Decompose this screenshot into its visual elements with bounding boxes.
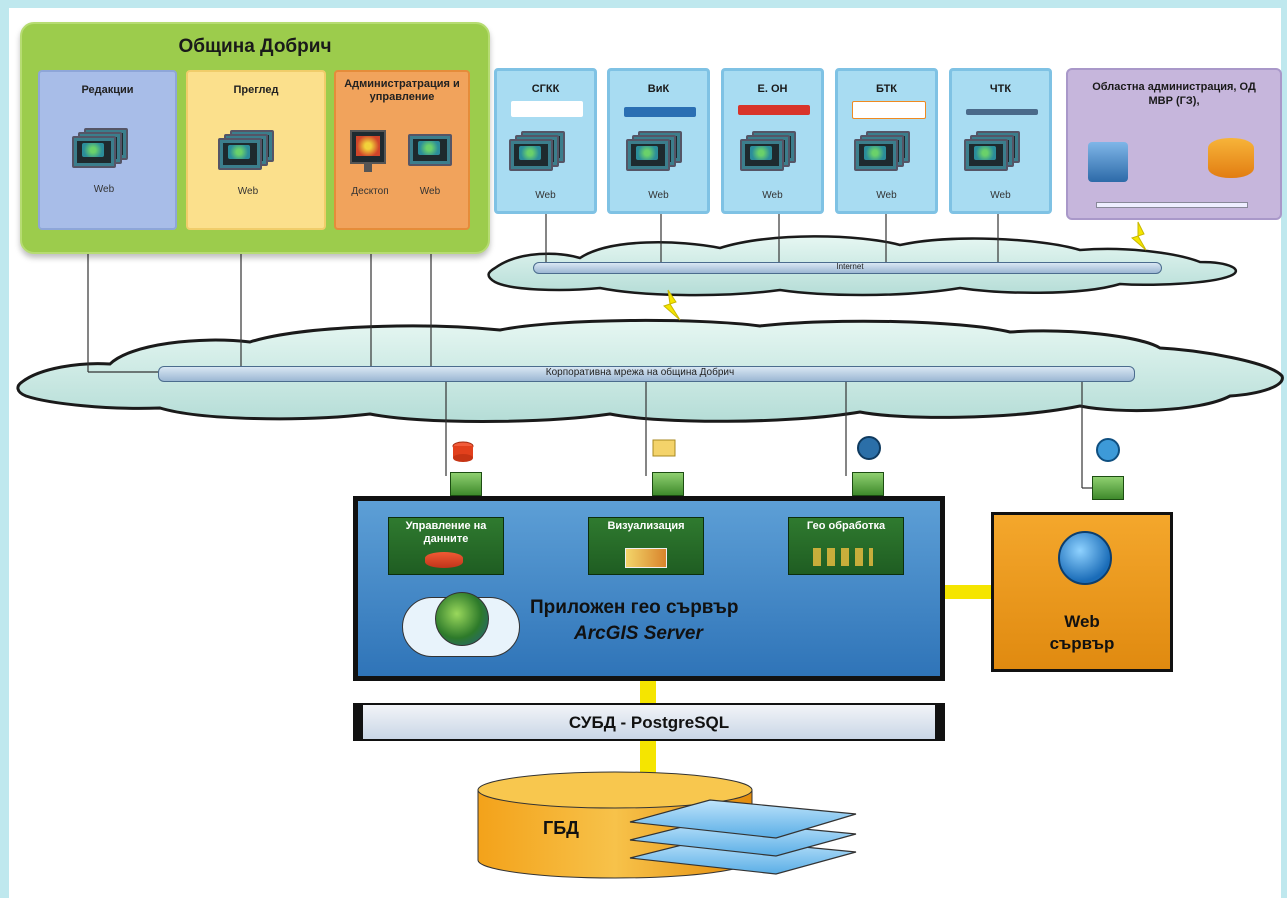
regional-administration: Областна администрация, ОД МВР (ГЗ), — [1066, 68, 1282, 220]
org-title: ВиК — [647, 83, 670, 95]
web-label: Web — [762, 190, 783, 201]
server-title: Приложен гео сървър — [530, 597, 739, 618]
server-cluster-icon — [1088, 142, 1128, 182]
org-logo — [966, 109, 1038, 115]
municipality-group: Община Добрич Редакции Web Преглед Web А… — [20, 22, 490, 254]
globe-icon — [1058, 531, 1112, 585]
module-title: Гео обработка — [806, 520, 886, 532]
globe-icon — [857, 436, 881, 460]
server-webserver-link — [945, 585, 991, 599]
lightning-bolt-icon — [1131, 221, 1147, 251]
org-sgkk: СГКК Web — [494, 68, 597, 214]
web-label: Web — [93, 184, 115, 195]
org-chtk: ЧТК Web — [949, 68, 1052, 214]
org-logo — [624, 107, 696, 117]
web-client-icon — [72, 128, 128, 168]
frame-top-border — [0, 0, 1287, 8]
panel-administration: Администратрация и управление Десктоп We… — [334, 70, 470, 230]
corporate-network-bar — [158, 366, 1135, 382]
org-vik: ВиК Web — [607, 68, 710, 214]
server-dbms-link — [640, 681, 656, 703]
internet-bar — [533, 262, 1162, 274]
web-server-title: Web сървър — [1049, 612, 1115, 653]
database-icon — [1208, 138, 1254, 178]
database-icon — [425, 552, 463, 568]
connector-plug — [450, 472, 482, 496]
desktop-client-icon — [350, 130, 386, 172]
panel-title: Администратрация и управление — [344, 78, 460, 103]
module-data-management: Управление на данните — [388, 517, 504, 575]
map-icon — [652, 439, 676, 457]
org-title: ЧТК — [989, 83, 1012, 95]
web-client-icon — [626, 131, 682, 171]
web-client-icon — [509, 131, 565, 171]
database-title: ГБД — [543, 818, 579, 838]
arcgis-server: Управление на данните Визуализация Гео о… — [353, 496, 945, 681]
module-title: Визуализация — [607, 520, 685, 532]
web-client-icon — [964, 131, 1020, 171]
corporate-network-label: Корпоративна мрежа на община Добрич — [545, 367, 735, 378]
module-title: Управление на данните — [405, 520, 487, 545]
module-visualization: Визуализация — [588, 517, 704, 575]
org-logo — [852, 101, 926, 119]
org-title: БТК — [875, 83, 898, 95]
panel-view: Преглед Web — [186, 70, 326, 230]
org-logo — [738, 105, 810, 115]
web-label: Web — [876, 190, 897, 201]
web-label: Web — [990, 190, 1011, 201]
dbms-title: СУБД - PostgreSQL — [568, 713, 730, 732]
panel-title: Преглед — [233, 84, 279, 96]
connector-lines — [87, 196, 1096, 489]
web-client-icon — [218, 130, 274, 170]
server-subtitle: ArcGIS Server — [574, 623, 703, 644]
connector-plug — [652, 472, 684, 496]
data-layers-icon — [629, 799, 857, 875]
org-btk: БТК Web — [835, 68, 938, 214]
web-label: Web — [419, 186, 441, 197]
municipality-title: Община Добрич — [178, 36, 332, 57]
regional-network-bar — [1096, 202, 1248, 208]
web-label: Web — [648, 190, 669, 201]
dbms-database-link — [640, 741, 656, 777]
web-client-icon — [854, 131, 910, 171]
org-title: СГКК — [531, 83, 560, 95]
lightning-bolt-icon — [663, 289, 681, 321]
frame-right-border — [1281, 0, 1287, 898]
web-label: Web — [237, 186, 259, 197]
frame-left-border — [0, 0, 9, 898]
connector-plug — [852, 472, 884, 496]
web-label: Web — [535, 190, 556, 201]
web-client-icon — [740, 131, 796, 171]
web-server: Web сървър — [991, 512, 1173, 672]
globe-icon — [1096, 438, 1120, 462]
org-logo — [511, 101, 583, 117]
workflow-icon — [813, 548, 873, 566]
dbms-bar: СУБД - PostgreSQL — [353, 703, 945, 741]
org-eon: Е. ОН Web — [721, 68, 824, 214]
panel-editors: Редакции Web — [38, 70, 177, 230]
panel-title: Редакции — [81, 84, 134, 96]
map-icon — [625, 548, 667, 568]
internet-label: Internet — [836, 262, 864, 271]
module-geoprocessing: Гео обработка — [788, 517, 904, 575]
desktop-label: Десктоп — [351, 186, 389, 197]
web-client-icon — [408, 134, 458, 168]
regional-title: Областна администрация, ОД МВР (ГЗ), — [1092, 81, 1256, 107]
org-title: Е. ОН — [757, 83, 788, 95]
globe-cloud-icon — [402, 592, 520, 657]
connector-plug — [1092, 476, 1124, 500]
